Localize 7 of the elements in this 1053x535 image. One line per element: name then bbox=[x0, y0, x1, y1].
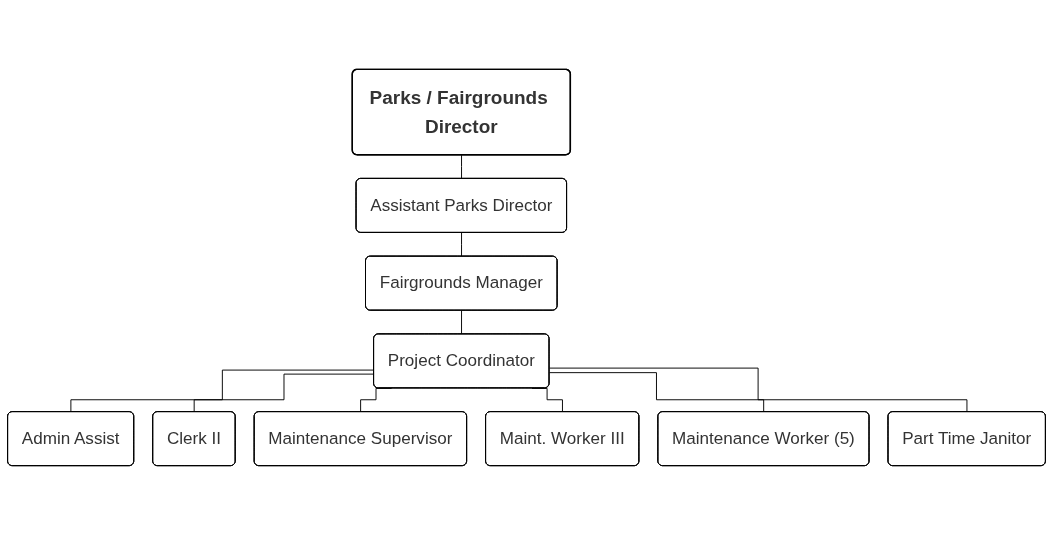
connector bbox=[193, 373, 375, 413]
connector bbox=[70, 369, 375, 413]
connector bbox=[461, 232, 463, 258]
connector bbox=[549, 367, 968, 413]
connector bbox=[461, 154, 463, 180]
connector bbox=[549, 372, 765, 413]
connector bbox=[461, 310, 463, 335]
